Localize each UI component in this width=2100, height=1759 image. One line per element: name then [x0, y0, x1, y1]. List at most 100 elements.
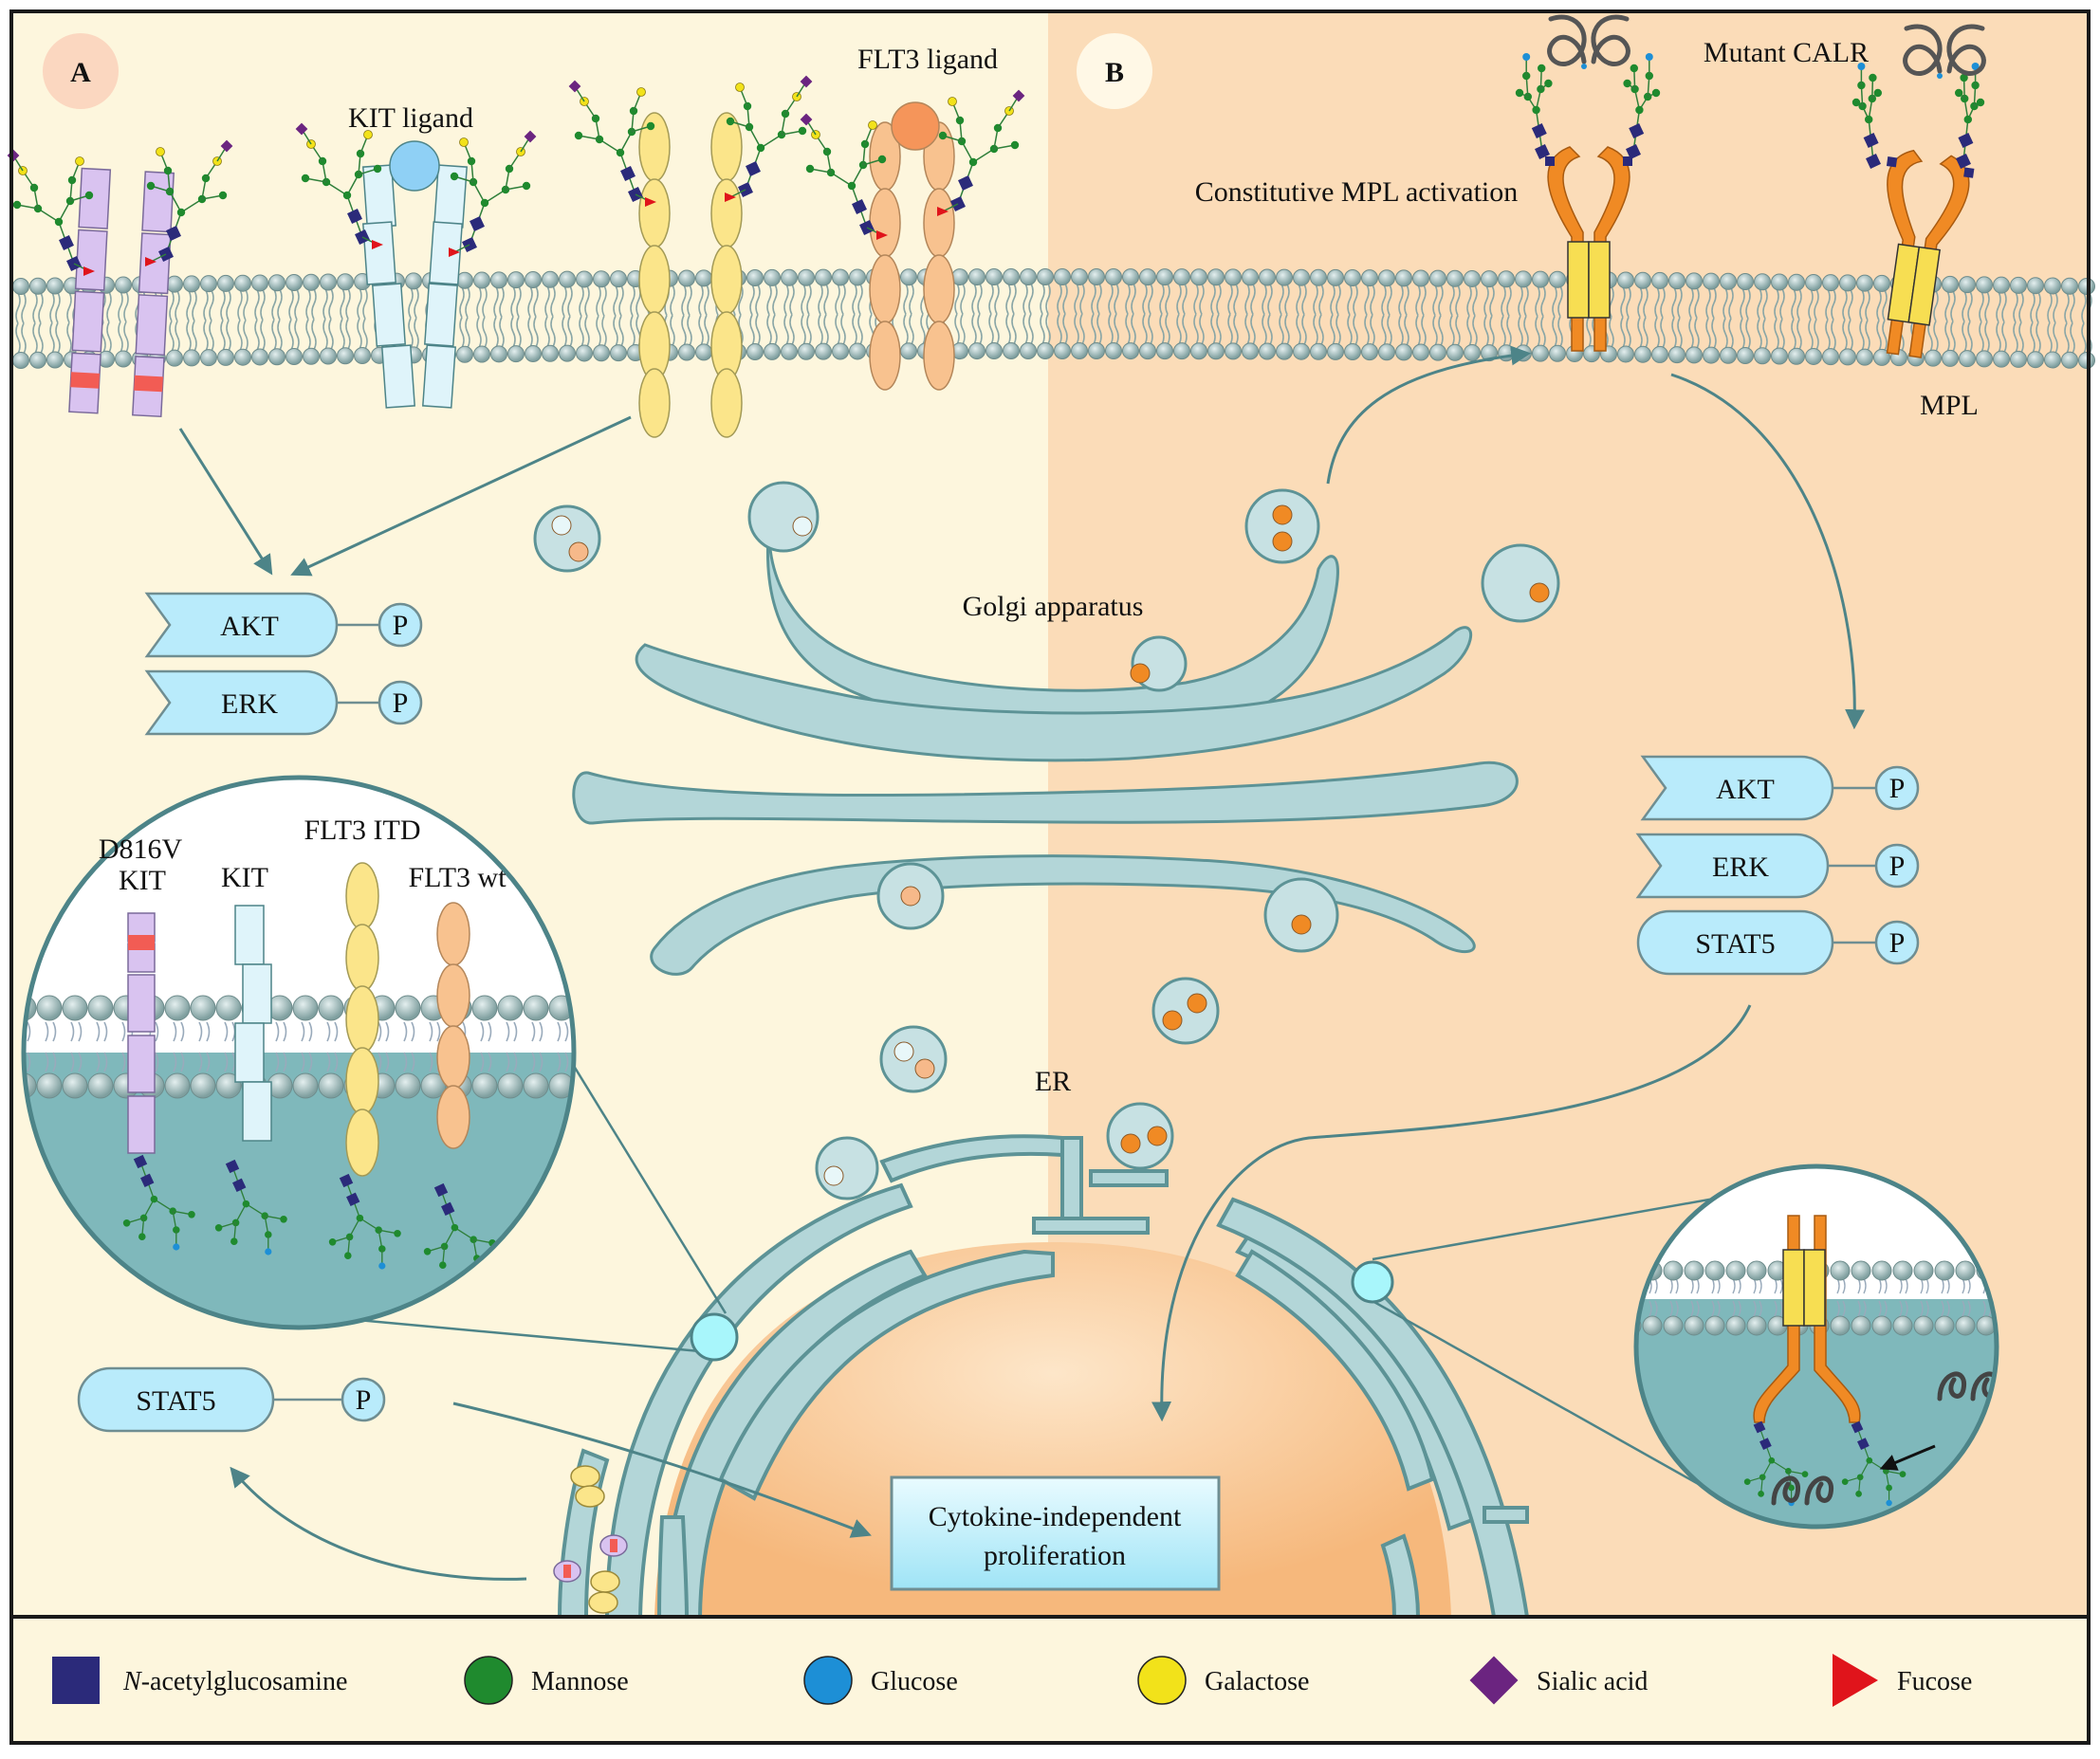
inset-kit-d816v-domain: [127, 1095, 156, 1154]
glcnac-icon: [746, 161, 761, 176]
lipid-head: [337, 347, 354, 365]
lipid-head: [1976, 350, 1993, 368]
lipid-tail: [1876, 289, 1888, 321]
legend-label: Mannose: [531, 1667, 629, 1696]
lipid-head: [695, 269, 712, 287]
lipid-tail: [1962, 321, 1973, 353]
lipid-tail: [1176, 313, 1188, 345]
lipid-head: [781, 268, 798, 286]
lipid-head: [559, 344, 576, 362]
lipid-head: [1088, 268, 1105, 286]
flt3-wt-domain: [869, 188, 901, 258]
lipid-head: [1942, 349, 1959, 367]
inset-kit-domain: [234, 905, 265, 965]
mannose-icon: [1635, 105, 1644, 115]
vesicle: [879, 1025, 948, 1093]
mannose-icon: [423, 1248, 432, 1255]
lipid-head: [900, 342, 917, 360]
lipid-head: [215, 995, 242, 1021]
kit-d816v-mutation: [134, 375, 163, 393]
glcnac-icon: [52, 1657, 100, 1704]
lipid-tail: [186, 290, 197, 321]
mannose-icon: [146, 181, 156, 191]
lipid-head: [471, 995, 498, 1021]
lipid-tail: [544, 316, 556, 348]
lipid-tail: [1347, 284, 1358, 316]
lipid-head: [1446, 343, 1464, 361]
phospho-circle: [1874, 920, 1920, 965]
lipid-tail: [1732, 1300, 1741, 1317]
lipid-head: [251, 274, 268, 292]
glcnac-icon: [852, 199, 867, 214]
kit-domain: [71, 290, 105, 353]
lipid-tail: [1193, 283, 1205, 315]
lipid-tail: [531, 1021, 543, 1042]
inset-mpl-transmembrane: [1782, 1249, 1805, 1327]
lipid-head: [1190, 342, 1207, 360]
inset-a-label-flt3-wt: FLT3 wt: [408, 862, 507, 893]
mannose-icon: [188, 1211, 195, 1218]
glycan-bond: [37, 208, 60, 223]
lipid-head: [1207, 268, 1225, 286]
lipid-head: [1851, 1315, 1871, 1336]
lipid-tail: [1159, 313, 1170, 345]
lipid-head: [1805, 347, 1822, 365]
inset-flt3-wt-domain: [436, 1025, 470, 1090]
lipid-head: [1327, 342, 1344, 360]
lipid-tail: [326, 1021, 339, 1042]
lipid-tail: [186, 321, 197, 352]
lipid-head: [1955, 1315, 1976, 1336]
lipid-head: [1754, 347, 1771, 365]
lipid-head: [36, 995, 63, 1021]
galactose-icon: [363, 130, 373, 139]
legend-label: N-acetylglucosamine: [122, 1667, 347, 1696]
proliferation-line2: proliferation: [984, 1540, 1126, 1571]
lipid-head: [234, 348, 251, 366]
glucose-icon: [1857, 63, 1866, 70]
lipid-tail: [1466, 315, 1478, 347]
lipid-tail: [971, 313, 983, 345]
lipid-tail: [2064, 292, 2075, 324]
lipid-tail: [169, 321, 180, 353]
lipid-tail: [749, 314, 761, 346]
akt-box: [1640, 755, 1834, 821]
lipid-head: [1020, 342, 1037, 360]
lipid-head: [507, 271, 525, 289]
lipid-head: [318, 1072, 344, 1099]
lipid-head: [1942, 275, 1959, 293]
lipid-head: [1481, 344, 1498, 362]
lipid-tail: [1466, 284, 1478, 317]
lipid-tail: [118, 321, 129, 353]
glcnac-icon: [441, 1201, 455, 1216]
lipid-head: [1704, 1315, 1725, 1336]
kit-receptor: [362, 164, 468, 409]
inset-kit-d816v-domain: [127, 1035, 156, 1093]
lipid-head: [1395, 269, 1412, 287]
lipid-tail: [698, 315, 709, 346]
mannose-icon: [938, 131, 948, 140]
lipid-head: [1663, 1315, 1684, 1336]
glcnac-icon: [59, 235, 74, 250]
arrow-stat5-to-proliferation: [452, 1402, 872, 1538]
lipid-tail: [783, 314, 795, 346]
lipid-head: [1934, 1315, 1955, 1336]
lipid-head: [1344, 343, 1361, 361]
mannose-icon: [1976, 98, 1985, 107]
calr-loop: [1903, 24, 1943, 76]
lipid-tail: [408, 287, 419, 319]
lipid-head: [1617, 345, 1634, 363]
lipid-tail: [1518, 285, 1529, 317]
phospho-label: P: [356, 1384, 372, 1416]
lipid-head: [1913, 1315, 1934, 1336]
glucose-icon: [265, 1248, 272, 1255]
golgi-apparatus: [572, 514, 1519, 976]
lipid-tail: [1176, 283, 1188, 315]
inset-glycan: [1841, 1420, 1907, 1507]
lipid-tail: [1808, 288, 1819, 321]
lipid-tail: [198, 1052, 211, 1072]
mannose-icon: [394, 1230, 401, 1237]
fucose-icon: [83, 266, 95, 276]
lipid-tail: [1878, 1300, 1888, 1317]
lipid-head: [497, 995, 524, 1021]
lipid-tail: [1296, 314, 1307, 346]
